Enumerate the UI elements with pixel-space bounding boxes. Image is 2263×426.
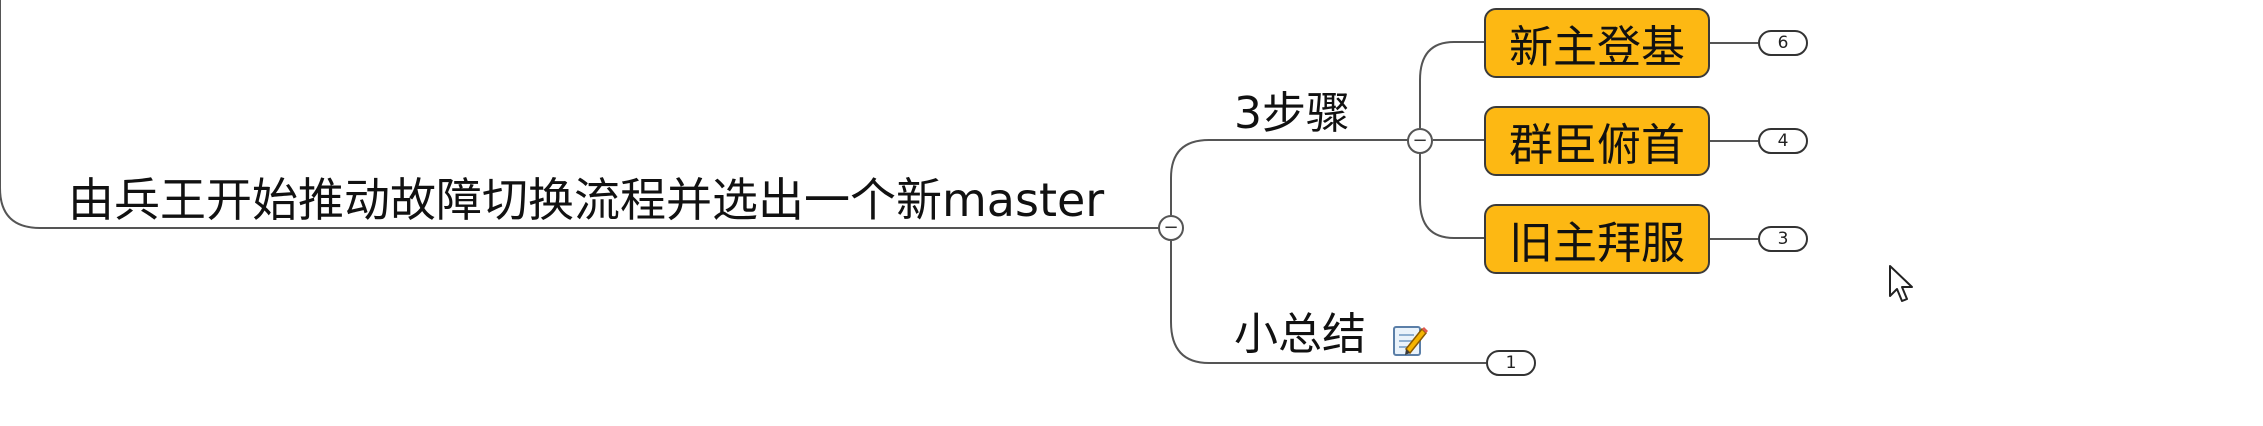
topic-slaves-follow[interactable]: 群臣俯首: [1484, 106, 1710, 176]
topic-old-master-submits[interactable]: 旧主拜服: [1484, 204, 1710, 274]
subtopic-count-badge[interactable]: 3: [1758, 226, 1808, 252]
branch-connector-summary: [1170, 241, 1486, 364]
root-collapse-toggle-icon[interactable]: −: [1158, 215, 1184, 241]
topic-new-master[interactable]: 新主登基: [1484, 8, 1710, 78]
branch-steps-label[interactable]: 3步骤: [1234, 88, 1350, 139]
branch-summary-label[interactable]: 小总结: [1234, 309, 1366, 360]
branch-connector-steps: [1170, 139, 1420, 215]
child-connector-3: [1419, 153, 1484, 239]
root-topic-label[interactable]: 由兵王开始推动故障切换流程并选出一个新master: [68, 173, 1105, 227]
subtopic-count-badge[interactable]: 6: [1758, 30, 1808, 56]
subtopic-count-badge[interactable]: 1: [1486, 350, 1536, 376]
note-pencil-icon[interactable]: [1392, 322, 1428, 358]
child-connector-1: [1419, 41, 1484, 128]
root-connector: [0, 0, 1171, 229]
mouse-cursor-icon: [1889, 265, 1913, 302]
subtopic-count-badge[interactable]: 4: [1758, 128, 1808, 154]
steps-collapse-toggle-icon[interactable]: −: [1407, 128, 1433, 154]
